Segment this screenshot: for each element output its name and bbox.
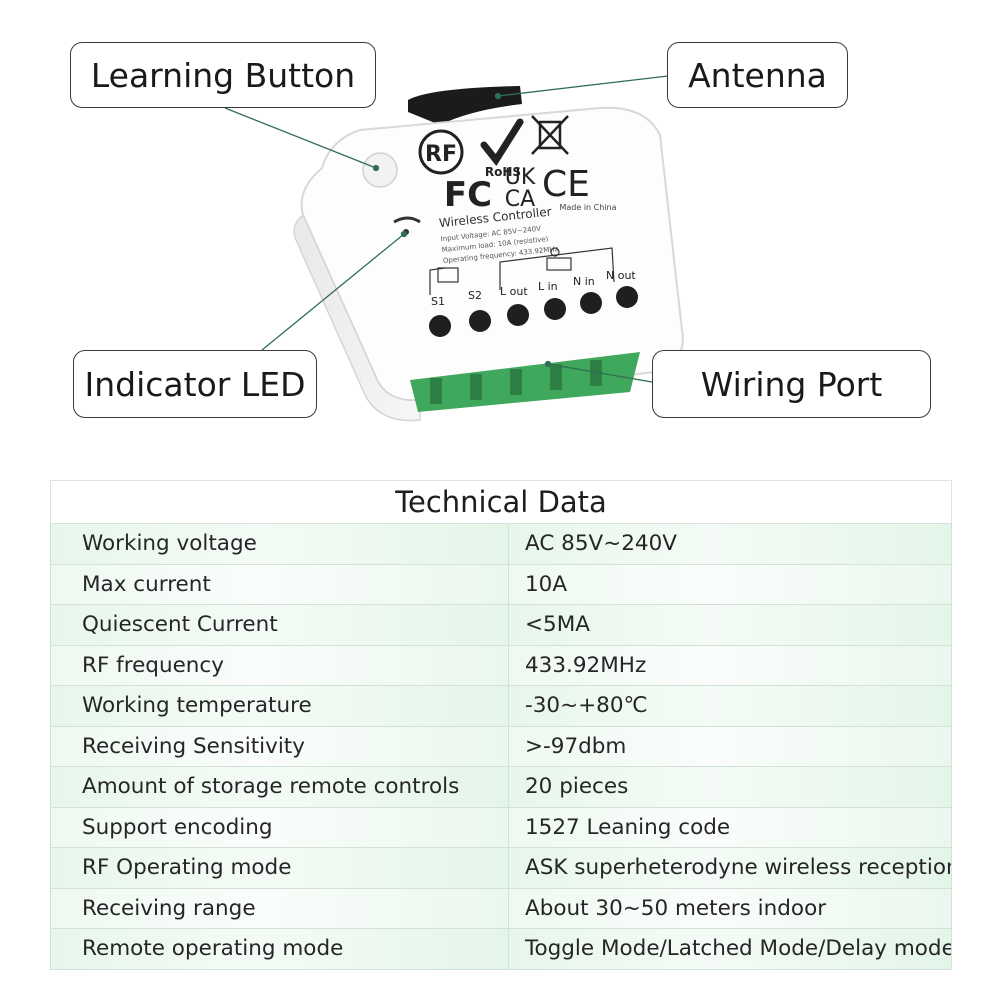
spec-value: Toggle Mode/Latched Mode/Delay mode — [508, 928, 952, 970]
spec-value: 433.92MHz — [508, 644, 952, 686]
callout-learning-button-label: Learning Button — [90, 55, 356, 95]
spec-key: Working voltage — [50, 523, 509, 565]
made-in-label: Made in China — [559, 203, 616, 212]
table-title: Technical Data — [50, 480, 952, 523]
spec-key: Max current — [50, 563, 509, 605]
callout-wiring-port-label: Wiring Port — [700, 364, 883, 404]
spec-key: RF Operating mode — [50, 847, 509, 889]
wiring-terminal-strip — [410, 352, 640, 412]
callout-indicator-led: Indicator LED — [73, 350, 317, 418]
spec-key: Receiving range — [50, 887, 509, 929]
callout-indicator-led-label: Indicator LED — [84, 364, 306, 404]
terminal-label-n-in: N in — [573, 275, 595, 288]
spec-value: >-97dbm — [508, 725, 952, 767]
spec-key: RF frequency — [50, 644, 509, 686]
table-row: Working temperature-30~+80℃ — [50, 685, 952, 727]
learning-button-dot — [362, 152, 398, 188]
spec-key: Remote operating mode — [50, 928, 509, 970]
spec-value: 10A — [508, 563, 952, 605]
spec-value: ASK superheterodyne wireless reception — [508, 847, 952, 889]
terminal-label-s1: S1 — [431, 295, 445, 308]
rohs-label: RoHS — [485, 165, 521, 179]
device-illustration: RF RoHS FC UK CA CE Made in China Wirele… — [224, 75, 684, 422]
spec-key: Amount of storage remote controls — [50, 766, 509, 808]
rf-badge — [418, 129, 464, 175]
table-row: Quiescent Current<5MA — [50, 604, 952, 646]
callout-learning-button: Learning Button — [70, 42, 376, 108]
callout-antenna: Antenna — [667, 42, 848, 108]
terminal-label-l-out: L out — [500, 285, 528, 298]
spec-value: 1527 Leaning code — [508, 806, 952, 848]
spec-value: -30~+80℃ — [508, 685, 952, 727]
spec-value: AC 85V~240V — [508, 523, 952, 565]
callout-antenna-label: Antenna — [688, 55, 827, 95]
table-row: Receiving Sensitivity>-97dbm — [50, 725, 952, 767]
terminal-label-l-in: L in — [538, 280, 558, 293]
ukca-top: UK — [505, 165, 536, 190]
fc-mark: FC — [444, 175, 492, 215]
terminal-screws — [429, 286, 638, 337]
device-side-wall — [293, 213, 421, 422]
callout-wiring-port: Wiring Port — [652, 350, 931, 418]
weee-bin-icon — [531, 115, 569, 155]
terminal-label-n-out: N out — [606, 269, 636, 282]
spec-value: 20 pieces — [508, 766, 952, 808]
spec-value: <5MA — [508, 604, 952, 646]
rohs-check-icon — [480, 118, 524, 167]
spec-key: Receiving Sensitivity — [50, 725, 509, 767]
antenna-cable — [408, 86, 522, 125]
ukca-bottom: CA — [505, 187, 535, 212]
spec-key: Support encoding — [50, 806, 509, 848]
terminal-label-s2: S2 — [468, 289, 482, 302]
spec-key: Working temperature — [50, 685, 509, 727]
spec-value: About 30~50 meters indoor — [508, 887, 952, 929]
rf-mark: RF — [425, 142, 457, 167]
ce-mark: CE — [542, 164, 590, 205]
spec-key: Quiescent Current — [50, 604, 509, 646]
led-signal-icon — [393, 216, 421, 224]
